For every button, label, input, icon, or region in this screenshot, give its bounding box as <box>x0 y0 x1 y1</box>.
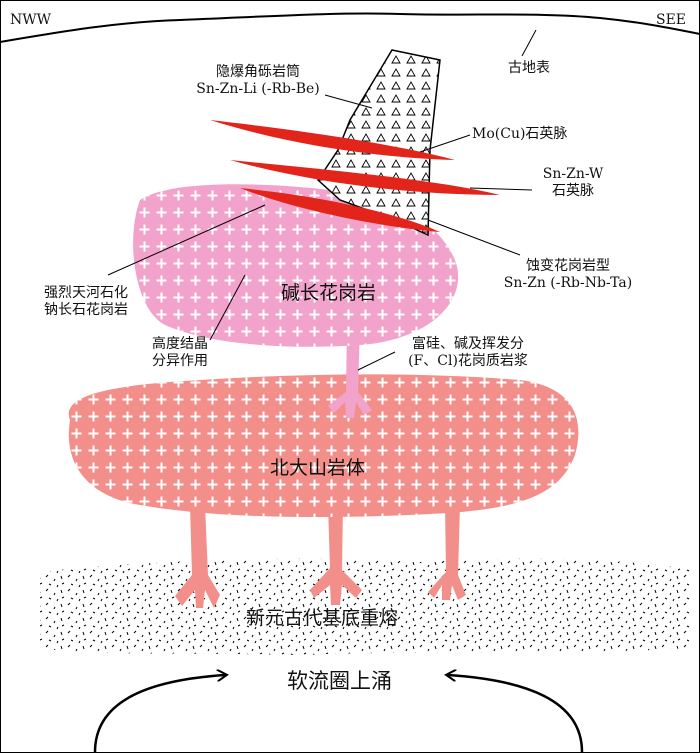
breccia-pipe-label: 隐爆角砾岩筒 Sn-Zn-Li (-Rb-Be) <box>178 64 338 98</box>
snznw-vein-label: Sn-Zn-W 石英脉 <box>528 166 618 200</box>
upwelling-label: 软流圈上涌 <box>287 669 392 693</box>
batholith-label: 北大山岩体 <box>270 457 366 479</box>
upwelling-arrow-right <box>448 675 584 753</box>
direction-left: NWW <box>10 12 52 28</box>
leader-altered <box>427 219 521 256</box>
mo-vein-label: Mo(Cu)石英脉 <box>472 126 568 142</box>
albite-granite-label: 强烈天河石化 钠长石花岗岩 <box>36 285 136 319</box>
upwelling-arrow-left <box>93 675 225 753</box>
direction-right: SEE <box>656 12 687 28</box>
crystallization-line2: 分异作用 <box>152 353 208 369</box>
magma-label: 富硅、碱及挥发分 (F、Cl)花岗质岩浆 <box>388 336 548 370</box>
altered-granite-metals: Sn-Zn (-Rb-Nb-Ta) <box>503 275 633 291</box>
leader-crystallization <box>209 274 246 341</box>
magma-line1: 富硅、碱及挥发分 <box>412 336 524 352</box>
paleosurface-label: 古地表 <box>508 60 550 76</box>
remelting-label: 新元古代基底重熔 <box>246 607 399 629</box>
paleosurface-leader <box>521 29 537 57</box>
leader-albite <box>107 204 266 276</box>
albite-granite-line1: 强烈天河石化 <box>44 285 128 301</box>
snznw-vein-type: 石英脉 <box>552 183 594 199</box>
leader-mo-vein <box>419 134 471 153</box>
altered-granite-label: 蚀变花岗岩型 Sn-Zn (-Rb-Nb-Ta) <box>488 258 648 292</box>
crystallization-label: 高度结晶 分异作用 <box>140 336 220 370</box>
leader-magma <box>357 351 396 371</box>
alkali-granite-label: 碱长花岗岩 <box>281 282 377 304</box>
leader-breccia <box>324 94 373 109</box>
magma-line2: (F、Cl)花岗质岩浆 <box>408 353 528 369</box>
leader-snznw <box>469 187 533 191</box>
paleosurface-line <box>0 12 700 43</box>
feeder-dikes-lower <box>175 505 466 608</box>
breccia-pipe-name: 隐爆角砾岩筒 <box>216 64 300 80</box>
quartz-veins <box>210 120 500 232</box>
feeder-dike-upper <box>328 325 372 418</box>
crystallization-line1: 高度结晶 <box>152 336 208 352</box>
albite-granite-line2: 钠长石花岗岩 <box>44 302 128 318</box>
breccia-pipe-metals: Sn-Zn-Li (-Rb-Be) <box>196 81 320 97</box>
altered-granite-type: 蚀变花岗岩型 <box>526 258 610 274</box>
snznw-metals: Sn-Zn-W <box>542 166 604 182</box>
